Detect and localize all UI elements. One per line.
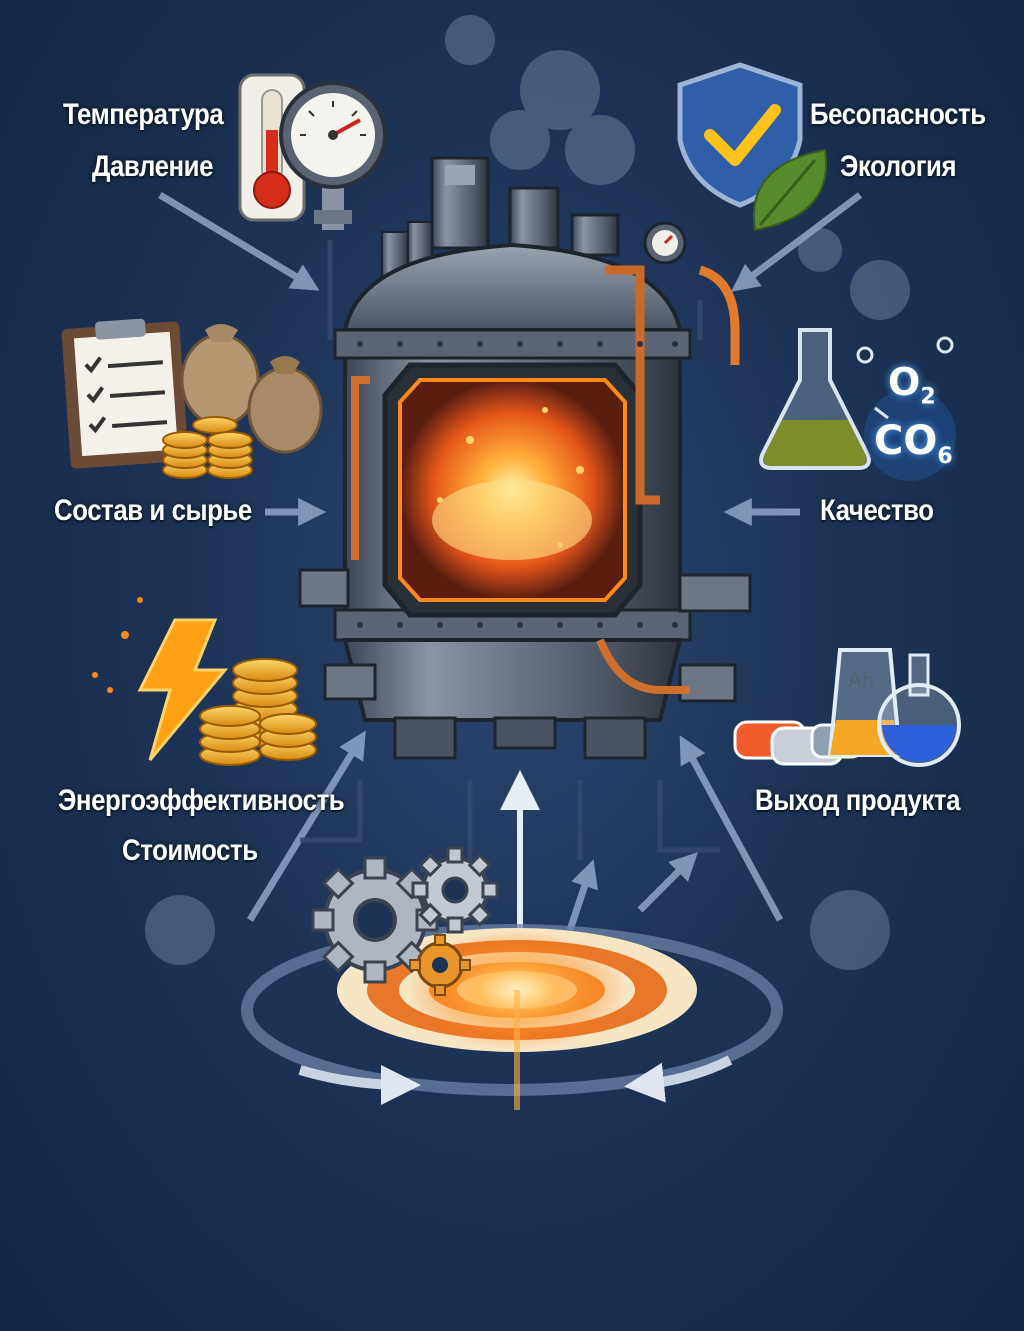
label-product-yield: Выход продукта [755, 784, 961, 817]
pressure-gauge-icon [279, 81, 387, 230]
label-pressure: Давление [92, 150, 214, 183]
input-arrows [158, 191, 863, 932]
o2-formula: O2 [888, 360, 936, 410]
label-cost: Стоимость [122, 834, 258, 867]
label-safety: Бесопасность [810, 98, 986, 131]
gears-icon [311, 846, 499, 996]
coin-stack-icon [162, 416, 253, 479]
clipboard-icon [61, 318, 189, 469]
label-ecology: Экология [840, 150, 957, 183]
label-quality: Качество [820, 494, 934, 527]
co6-subscript: 6 [937, 444, 953, 469]
round-flask-icon [877, 653, 961, 767]
label-energy-efficiency: Энергоэффективность [58, 784, 345, 817]
energy-sparks [92, 597, 143, 693]
smoke [145, 15, 910, 970]
energy-coin-stack-icon [199, 658, 317, 766]
o2-letter: O [888, 360, 921, 404]
co6-formula: CO6 [874, 418, 953, 469]
shield-check-icon [677, 62, 803, 208]
o2-subscript: 2 [920, 384, 936, 410]
beaker-label: Ah [848, 668, 875, 692]
leaf-icon [752, 148, 828, 232]
lightning-icon [137, 618, 229, 761]
label-composition: Состав и сырье [54, 494, 252, 527]
o2-co6-formula [856, 336, 956, 481]
co6-letters: CO [874, 418, 938, 464]
erlenmeyer-flask-icon [759, 328, 871, 470]
money-bags-icon [180, 324, 323, 454]
reactor-icon [298, 156, 752, 760]
label-temperature: Температура [63, 98, 224, 131]
